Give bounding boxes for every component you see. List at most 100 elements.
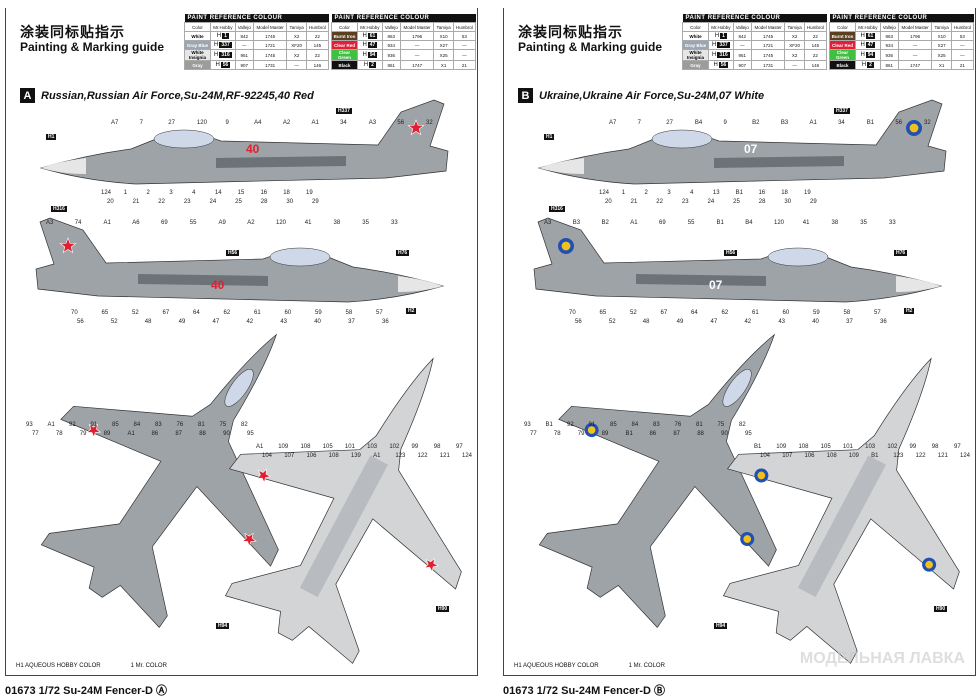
column-header: Color	[184, 22, 211, 32]
part-callout: 32	[924, 120, 931, 126]
color-callout: H90	[934, 606, 948, 612]
part-callout: 43	[280, 319, 288, 325]
column-header: Humbrol	[452, 22, 477, 32]
color-callout: H2	[406, 308, 417, 314]
part-callout: 106	[804, 453, 815, 459]
model-master-code: —	[897, 49, 933, 61]
part-callout: 82	[739, 422, 746, 428]
legend-aqueous: H1 AQUEOUS HOBBY COLOR	[16, 663, 101, 669]
column-header: Tamiya	[784, 22, 805, 32]
part-callout: A1	[809, 120, 817, 126]
humbrol-code: 146	[305, 60, 330, 70]
tamiya-code: XF20	[784, 40, 805, 50]
part-callout: 14	[214, 190, 222, 196]
color-name: Gray Blue	[184, 40, 211, 50]
part-callout: 9	[225, 120, 229, 126]
humbrol-code: —	[452, 49, 477, 61]
part-callout: 77	[32, 431, 39, 437]
part-callout: 97	[456, 444, 463, 450]
humbrol-code: —	[950, 40, 975, 50]
part-callout: 55	[687, 220, 695, 226]
part-callout: 41	[304, 220, 312, 226]
part-callout: B3	[780, 120, 789, 126]
part-callout: 30	[784, 199, 792, 205]
part-callout: 4	[192, 190, 196, 196]
bottom-view	[224, 357, 462, 664]
vallejo-code: 951	[732, 49, 752, 61]
part-callout: 48	[144, 319, 152, 325]
color-name: White	[184, 31, 211, 41]
part-callout: A1	[373, 453, 381, 459]
column-header: Vallejo	[381, 22, 401, 32]
side-view-right	[533, 217, 943, 303]
part-callout: 69	[659, 220, 666, 226]
column-header: Mr.Hobby	[357, 22, 383, 32]
part-callout: 32	[426, 120, 433, 126]
tamiya-code: XF20	[286, 40, 307, 50]
tamiya-code: X2	[286, 31, 307, 41]
part-callout: 65	[101, 310, 109, 316]
svg-text:07: 07	[709, 278, 723, 292]
ukraine-roundel	[922, 557, 937, 572]
part-callout: 56	[77, 319, 84, 325]
part-callout: 86	[151, 431, 159, 437]
color-name: Clear Red	[331, 40, 358, 50]
column-header: Vallejo	[732, 22, 752, 32]
part-callout: 28	[758, 199, 766, 205]
part-callout: 23	[681, 199, 689, 205]
model-master-code: 1745	[252, 49, 288, 61]
part-callout: 103	[865, 444, 876, 450]
color-callout: H90	[436, 606, 450, 612]
humbrol-code: —	[950, 49, 975, 61]
ukraine-roundel	[754, 468, 769, 483]
part-callout: 59	[315, 310, 322, 316]
part-callout: 107	[284, 453, 295, 459]
part-callout: 43	[778, 319, 786, 325]
part-callout: 20	[107, 199, 114, 205]
color-name: White Insignia	[184, 49, 211, 61]
color-name: White Insignia	[682, 49, 709, 61]
tamiya-code: X25	[433, 49, 454, 61]
part-callout: 90	[223, 431, 230, 437]
part-callout: 15	[237, 190, 245, 196]
part-callout: 30	[286, 199, 294, 205]
red-star-insignia	[86, 423, 102, 438]
scheme-letter-badge: B	[518, 88, 533, 103]
part-callout: 25	[733, 199, 740, 205]
part-callout: 122	[915, 453, 926, 459]
part-callout: 103	[367, 444, 378, 450]
part-callout: 33	[889, 220, 896, 226]
color-name: Burnt Iron	[829, 31, 856, 41]
part-callout: 64	[691, 310, 698, 316]
vallejo-code: 934	[879, 40, 899, 50]
color-name: Clear Green	[829, 49, 856, 61]
tamiya-code: X2	[286, 49, 307, 61]
part-callout: 106	[306, 453, 317, 459]
humbrol-code: 22	[803, 49, 828, 61]
column-header: Tamiya	[433, 22, 454, 32]
legend-aqueous: H1 AQUEOUS HOBBY COLOR	[514, 663, 599, 669]
color-name: Black	[331, 60, 358, 70]
title-english: Painting & Marking guide	[20, 40, 165, 54]
vallejo-code: 863	[381, 31, 401, 41]
part-callout: 67	[660, 310, 668, 316]
title-chinese: 涂装同标贴指示	[20, 24, 125, 40]
part-callout: 35	[860, 220, 867, 226]
part-callout: 74	[74, 220, 82, 226]
part-callout: A2	[247, 220, 255, 226]
part-callout: 124	[960, 453, 971, 459]
model-master-code: 1731	[750, 60, 786, 70]
part-callout: 85	[610, 422, 617, 428]
part-callout: 91	[588, 422, 596, 428]
